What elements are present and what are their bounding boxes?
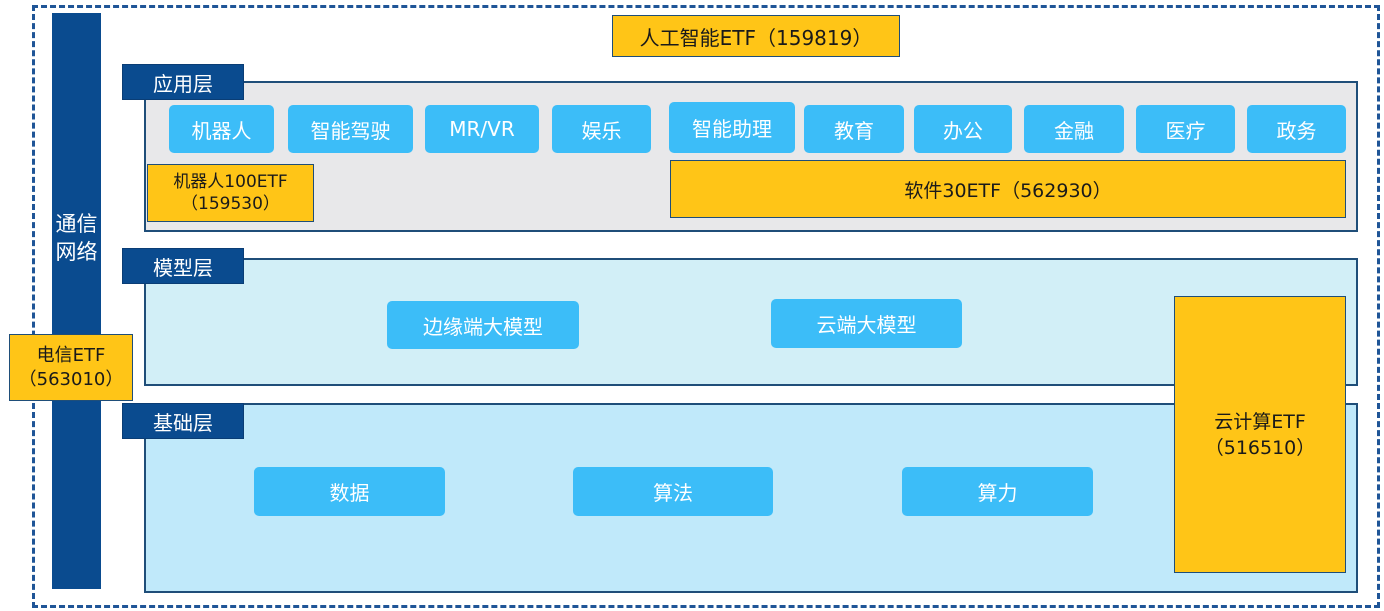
model-item-cloud-llm: 云端大模型 [771, 299, 962, 348]
ai-etf-box: 人工智能ETF（159819） [612, 15, 900, 57]
app-item-robot: 机器人 [169, 105, 274, 153]
outer-dashed-frame [32, 5, 1380, 608]
network-bar [52, 13, 101, 589]
app-item-entertainment: 娱乐 [552, 105, 651, 153]
network-label: 通信网络 [55, 212, 98, 264]
software-etf-box: 软件30ETF（562930） [670, 160, 1346, 218]
telecom-etf-box: 电信ETF （563010） [9, 334, 133, 401]
app-item-autonomous-driving: 智能驾驶 [288, 105, 413, 153]
app-item-government: 政务 [1247, 105, 1346, 153]
cloud-etf-box: 云计算ETF （516510） [1174, 296, 1346, 573]
base-item-algorithm: 算法 [573, 467, 773, 516]
base-layer-tab: 基础层 [122, 403, 244, 439]
model-layer-tab: 模型层 [122, 248, 244, 284]
robot-etf-box: 机器人100ETF （159530） [147, 164, 314, 222]
app-item-smart-assistant: 智能助理 [669, 102, 795, 153]
base-item-compute: 算力 [902, 467, 1093, 516]
app-item-mr-vr: MR/VR [425, 105, 539, 153]
model-layer-panel [144, 258, 1358, 386]
model-item-edge-llm: 边缘端大模型 [387, 301, 579, 349]
app-item-finance: 金融 [1024, 105, 1124, 153]
base-item-data: 数据 [254, 467, 445, 516]
application-layer-tab: 应用层 [122, 64, 244, 100]
app-item-education: 教育 [804, 105, 904, 153]
app-item-medical: 医疗 [1136, 105, 1235, 153]
app-item-office: 办公 [914, 105, 1012, 153]
